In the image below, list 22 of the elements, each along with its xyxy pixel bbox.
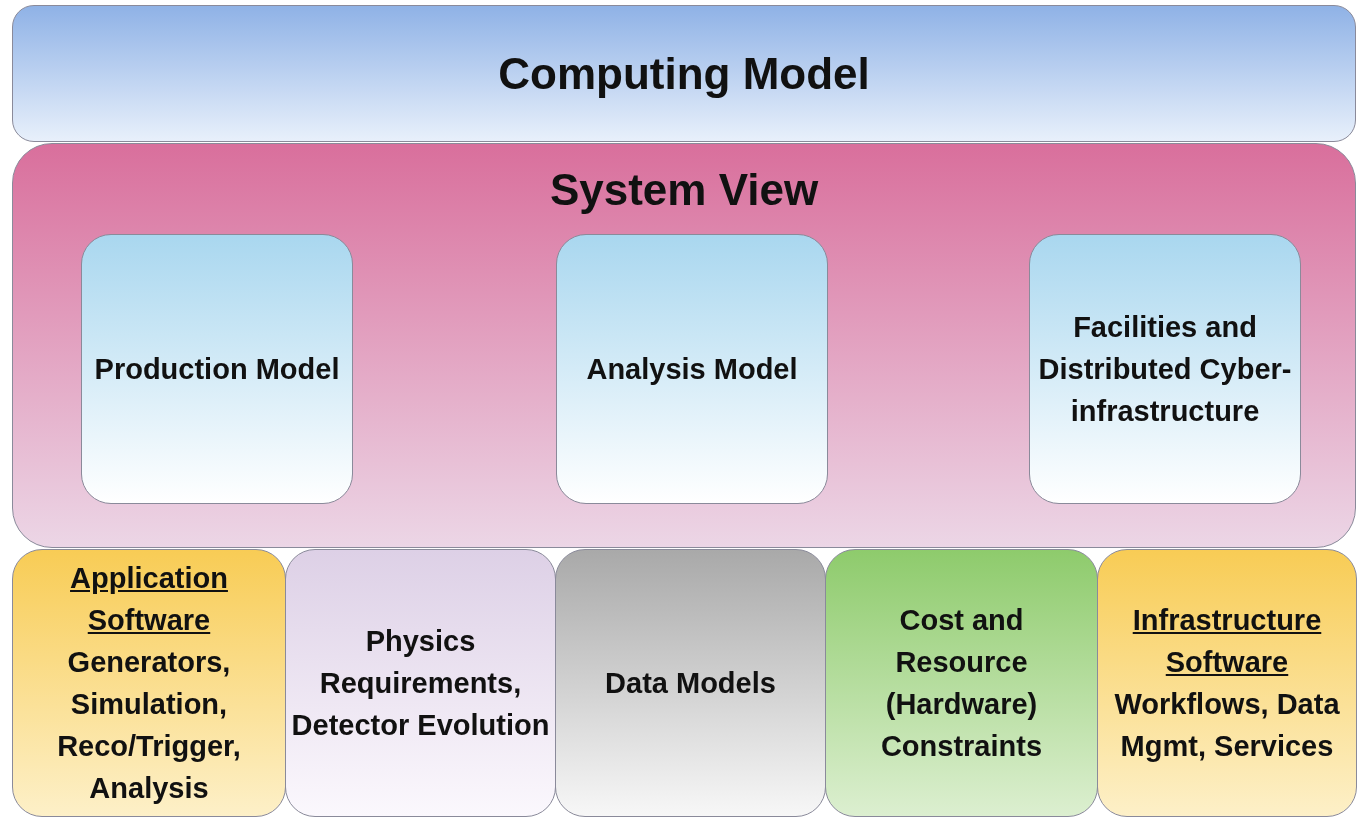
category-box — [556, 234, 828, 504]
band-title: System View — [549, 164, 819, 216]
box-heading: Infrastructure Software — [1131, 602, 1323, 680]
category-box — [555, 549, 826, 817]
box-label: Analysis Model — [585, 351, 799, 387]
box-label: Physics Requirements, Detector Evolution — [290, 623, 551, 743]
category-box — [285, 549, 556, 817]
category-box — [1029, 234, 1301, 504]
category-box — [12, 549, 286, 817]
box-label: Production Model — [93, 351, 341, 387]
box-label: Data Models — [604, 665, 777, 701]
band-title: Computing Model — [498, 47, 870, 100]
box-label: Workflows, Data Mgmt, Services — [1113, 687, 1341, 765]
category-box — [825, 549, 1098, 817]
category-box — [81, 234, 353, 504]
layer-band — [12, 5, 1356, 142]
category-box — [1097, 549, 1357, 817]
layer-band — [12, 143, 1356, 548]
box-label: Facilities and Distributed Cyber-infrastructure — [1037, 309, 1293, 429]
box-label: Cost and Resource (Hardware) Constraints — [879, 602, 1044, 765]
box-heading: Application Software — [69, 560, 229, 638]
box-label: Generators, Simulation, Reco/Trigger, Analysis — [56, 644, 242, 807]
